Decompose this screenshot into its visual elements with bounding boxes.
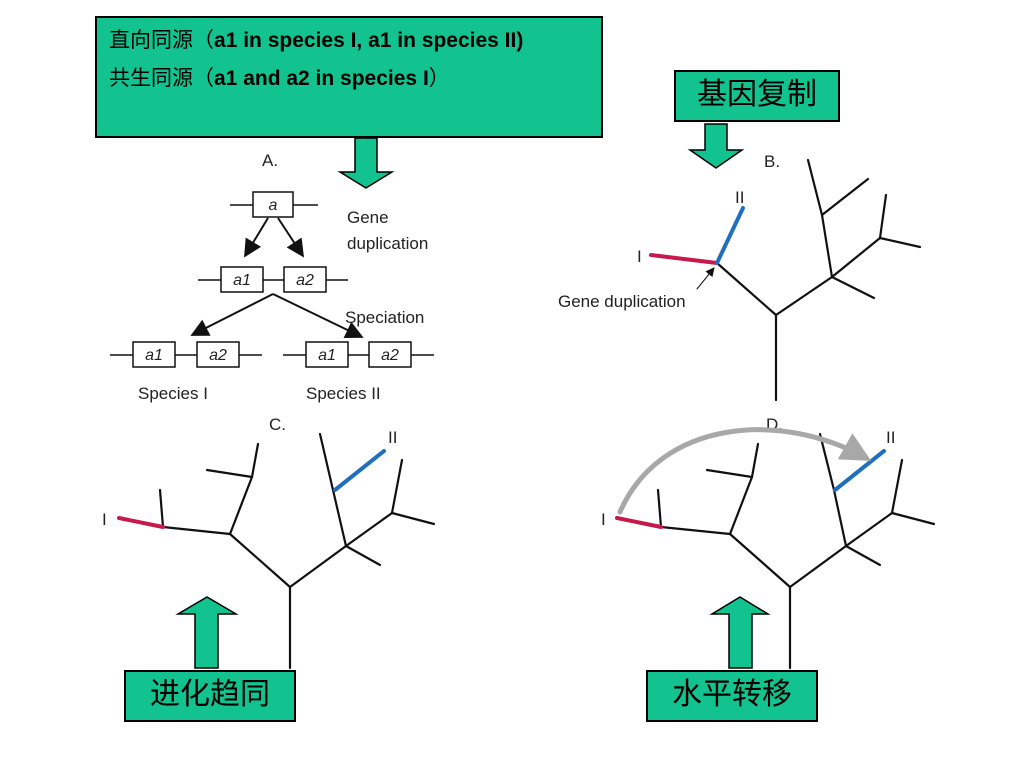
panel-d-tip-i: I	[601, 510, 606, 529]
panel-b-tip-i: I	[637, 247, 642, 266]
species2-a1-box	[305, 341, 349, 368]
orthology-paralogy-definition-box: 直向同源（a1 in species I, a1 in species II) …	[95, 16, 603, 138]
panel-c-tip-i: I	[102, 510, 107, 529]
gene-a1-box	[220, 266, 264, 293]
up-arrow-d	[709, 596, 771, 669]
panel-a: A. a Gene duplication a1 a2 Speciation a…	[110, 151, 434, 403]
paralogy-cn: 共生同源（	[109, 67, 214, 90]
panel-c: C. I II	[102, 415, 436, 670]
panel-c-letter: C.	[269, 415, 286, 434]
convergent-evolution-label-box: 进化趋同	[124, 670, 296, 722]
species2-a1-label: a1	[318, 347, 336, 364]
gene-a2-label: a2	[296, 272, 314, 289]
down-arrow-a	[337, 137, 395, 189]
panel-b-letter: B.	[764, 152, 780, 171]
species1-a1-label: a1	[145, 347, 163, 364]
gene-a2-box	[283, 266, 327, 293]
species1-a1-box	[132, 341, 176, 368]
panel-a-letter: A.	[262, 151, 278, 170]
up-arrow-c	[175, 596, 239, 669]
horizontal-transfer-label-box: 水平转移	[646, 670, 818, 722]
orthology-definition: 直向同源（a1 in species I, a1 in species II)	[109, 28, 589, 54]
gene-a-label: a	[269, 197, 278, 214]
gene-a-box	[252, 191, 294, 218]
species2-a2-box	[368, 341, 412, 368]
down-arrow-b	[687, 123, 745, 169]
panel-b: B. I II Gene duplication	[558, 152, 922, 402]
gene-duplication-label-box: 基因复制	[674, 70, 840, 122]
species2-label: Species II	[306, 384, 381, 403]
speciation-label: Speciation	[345, 308, 424, 327]
orthology-cn: 直向同源（	[109, 29, 214, 52]
gene-duplication-label-1: Gene	[347, 208, 389, 227]
panel-c-tip-ii: II	[388, 428, 397, 447]
horizontal-transfer-arrow	[617, 427, 872, 515]
species2-a2-label: a2	[381, 347, 399, 364]
paralogy-close: ）	[428, 67, 450, 90]
panel-d-tip-ii: II	[886, 428, 895, 447]
gene-duplication-label-2: duplication	[347, 234, 428, 253]
paralogy-en: a1 and a2 in species I	[214, 67, 429, 90]
species1-a2-label: a2	[209, 347, 227, 364]
paralogy-definition: 共生同源（a1 and a2 in species I）	[109, 66, 589, 92]
species1-label: Species I	[138, 384, 208, 403]
gene-a1-label: a1	[233, 272, 251, 289]
panel-b-gene-duplication-annotation: Gene duplication	[558, 292, 686, 311]
species1-a2-box	[196, 341, 240, 368]
panel-b-tip-ii: II	[735, 188, 744, 207]
orthology-en: a1 in species I, a1 in species II)	[214, 29, 524, 52]
panel-d: D. I II	[601, 415, 936, 670]
